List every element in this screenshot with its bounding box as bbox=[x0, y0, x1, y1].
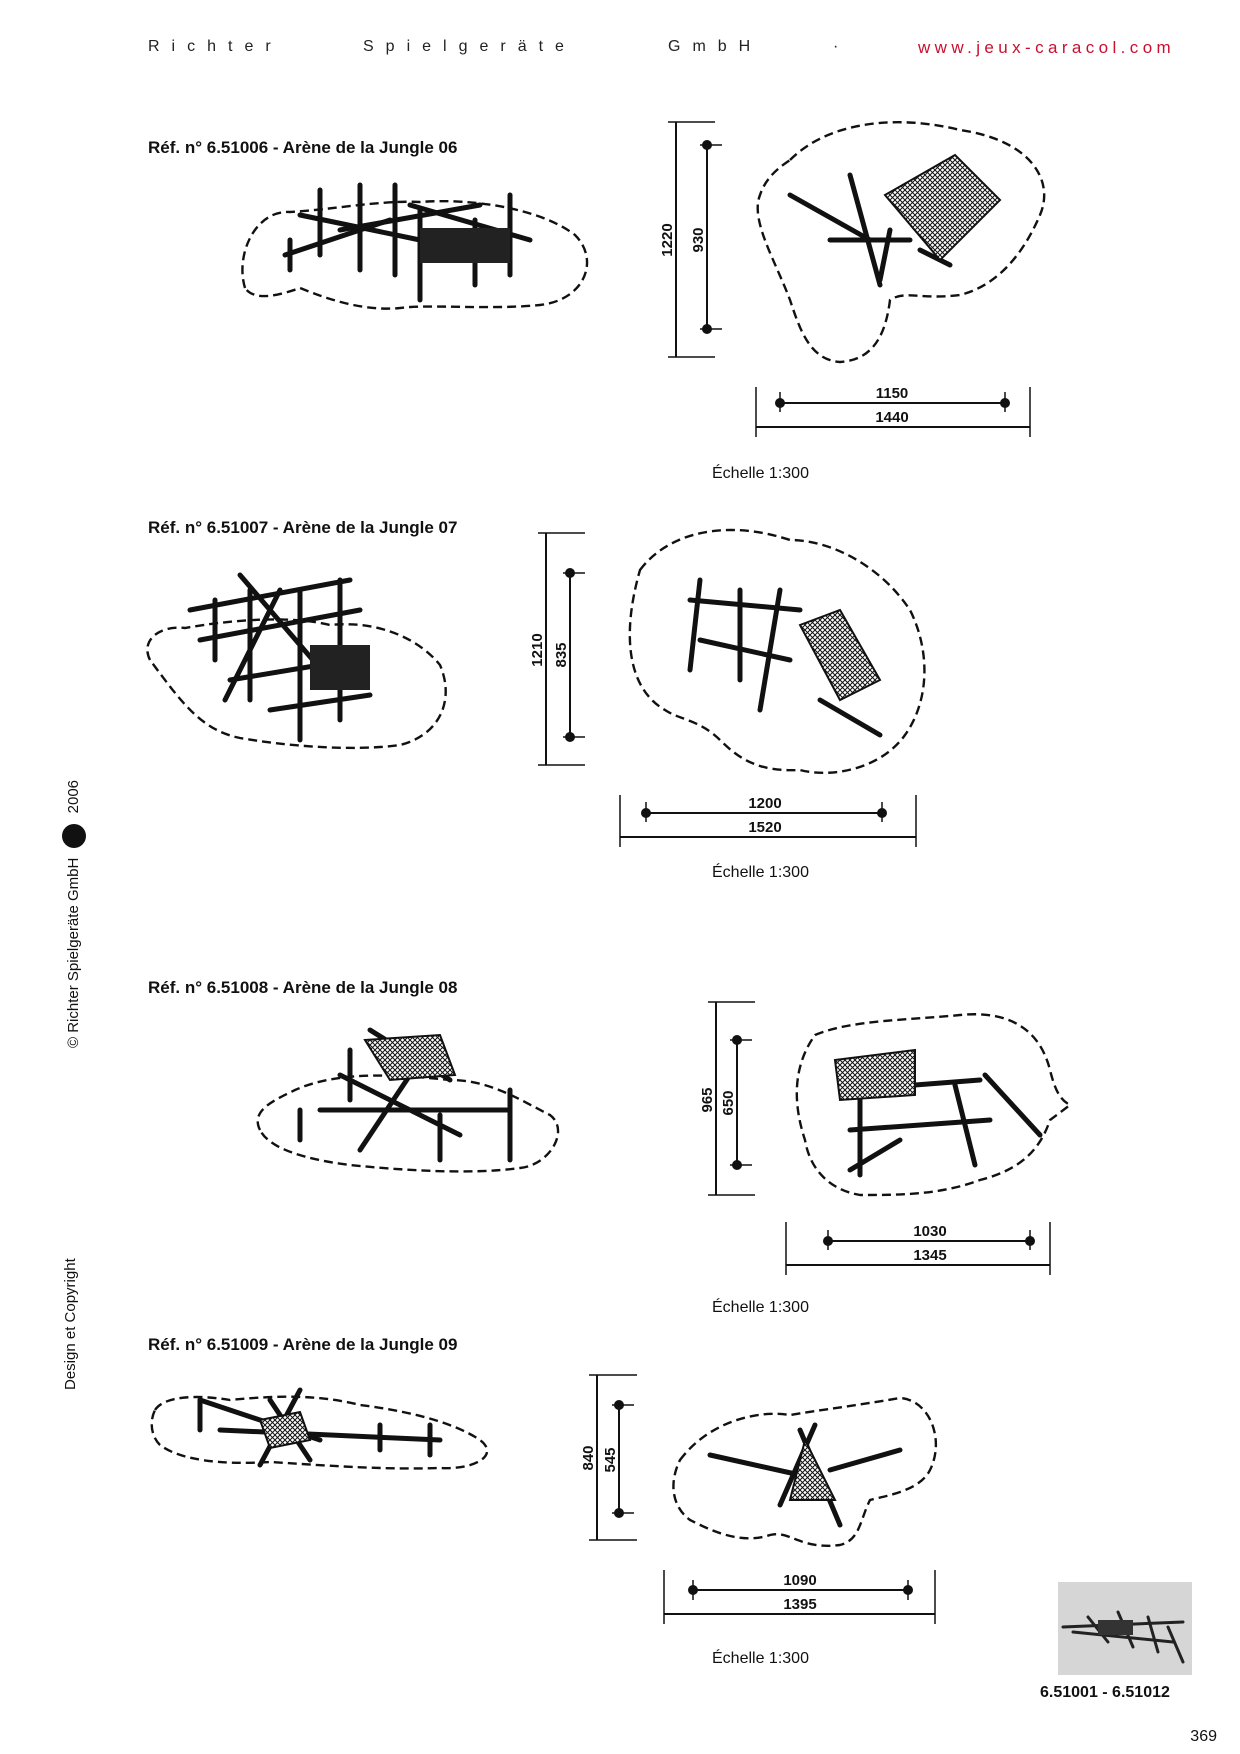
dim-07-h-inner: 1200 bbox=[748, 795, 781, 812]
page-number: 369 bbox=[1190, 1728, 1217, 1745]
product-title-07: Réf. n° 6.51007 - Arène de la Jungle 07 bbox=[148, 518, 458, 537]
product-title-08: Réf. n° 6.51008 - Arène de la Jungle 08 bbox=[148, 978, 458, 997]
product-title-09: Réf. n° 6.51009 - Arène de la Jungle 09 bbox=[148, 1335, 458, 1354]
perspective-outline-09 bbox=[150, 1395, 489, 1470]
dim-09-h-outer: 1395 bbox=[783, 1596, 816, 1613]
perspective-outline-06 bbox=[241, 199, 589, 310]
scale-06: Échelle 1:300 bbox=[712, 465, 809, 482]
structure-07-perspective bbox=[187, 572, 373, 743]
dim-07-v-inner: 835 bbox=[553, 642, 570, 667]
dim-06-v-inner: 930 bbox=[690, 227, 707, 252]
dim-07-h-outer: 1520 bbox=[748, 819, 781, 836]
dim-09-h-inner: 1090 bbox=[783, 1572, 816, 1589]
dim-06-h-outer: 1440 bbox=[875, 409, 908, 426]
plan-outline-08 bbox=[795, 1013, 1073, 1197]
plan-outline-06 bbox=[756, 121, 1046, 364]
product-title-06: Réf. n° 6.51006 - Arène de la Jungle 06 bbox=[148, 138, 458, 157]
dim-09-v-inner: 545 bbox=[602, 1447, 619, 1472]
scale-09: Échelle 1:300 bbox=[712, 1650, 809, 1667]
structure-09-perspective bbox=[197, 1387, 443, 1468]
dim-08-h-outer: 1345 bbox=[913, 1247, 946, 1264]
dim-06-v-outer: 1220 bbox=[659, 223, 676, 256]
perspective-outline-08 bbox=[256, 1074, 560, 1173]
plan-outline-07 bbox=[628, 528, 926, 775]
header-word-3: GmbH bbox=[668, 38, 763, 55]
thumbnail-structure-icon bbox=[1061, 1610, 1185, 1664]
scale-07: Échelle 1:300 bbox=[712, 864, 809, 881]
dim-06-h-inner: 1150 bbox=[876, 385, 909, 402]
header-url-link[interactable]: www.jeux-caracol.com bbox=[918, 38, 1176, 57]
header-word-2: Spielgeräte bbox=[363, 38, 576, 55]
dim-08-v-outer: 965 bbox=[699, 1087, 716, 1112]
header-separator: · bbox=[833, 38, 839, 55]
structure-07-plan bbox=[687, 577, 883, 738]
structure-06-plan bbox=[787, 172, 953, 288]
perspective-outline-07 bbox=[146, 618, 447, 750]
dim-08-h-inner: 1030 bbox=[913, 1223, 946, 1240]
dim-08-v-inner: 650 bbox=[720, 1090, 737, 1115]
scale-08: Échelle 1:300 bbox=[712, 1299, 809, 1316]
header-word-1: Richter bbox=[148, 38, 283, 55]
series-thumbnail bbox=[1058, 1582, 1192, 1675]
product-range: 6.51001 - 6.51012 bbox=[1040, 1684, 1170, 1701]
dim-09-v-outer: 840 bbox=[580, 1445, 597, 1470]
dim-labels: 1150 1440 1200 1520 1030 1345 1090 1395 bbox=[748, 385, 946, 1613]
plan-outline-09 bbox=[672, 1396, 938, 1547]
dim-07-v-outer: 1210 bbox=[529, 633, 546, 666]
